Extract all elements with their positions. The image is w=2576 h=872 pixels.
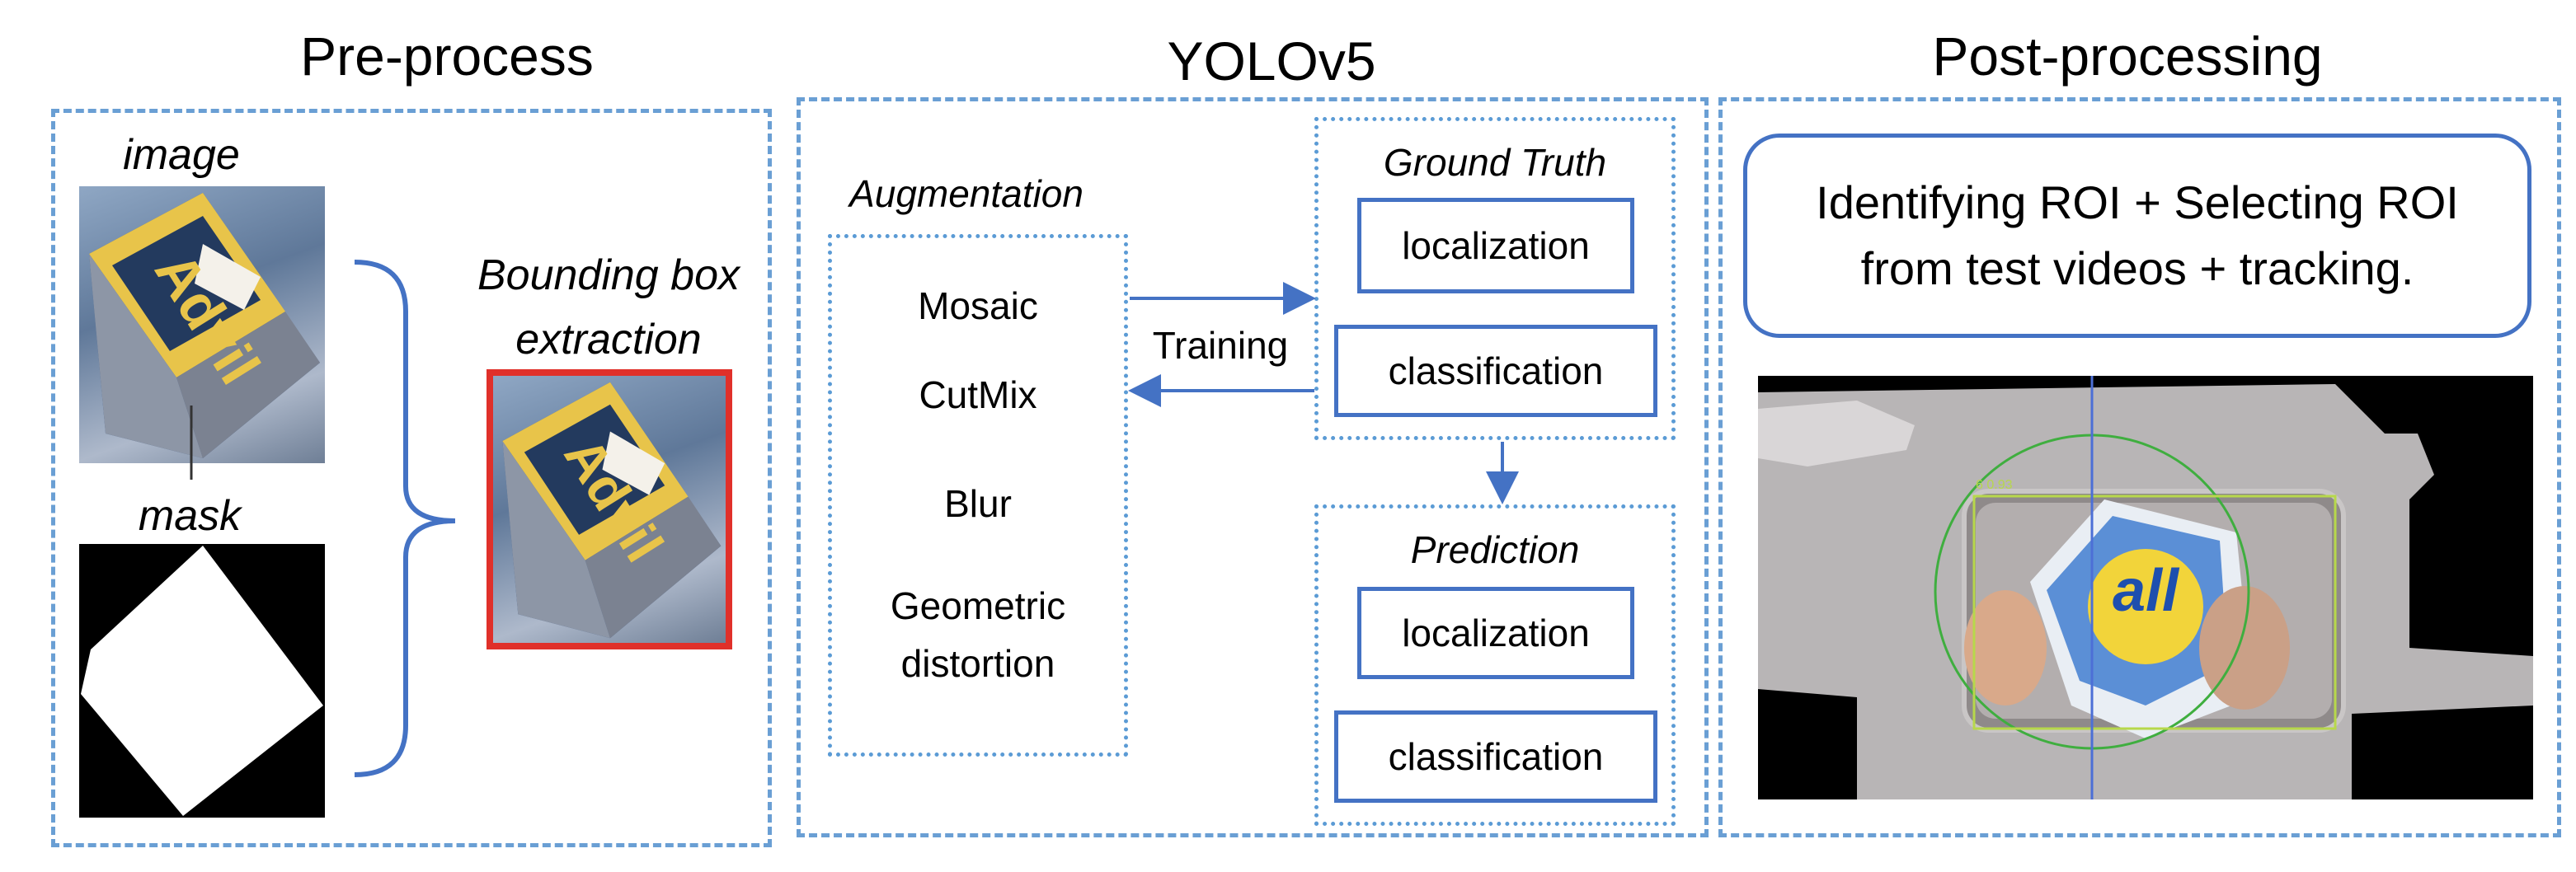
augmentation-box (828, 234, 1128, 757)
gt-classification-label: classification (1388, 349, 1604, 392)
prediction-box (1314, 504, 1676, 826)
mask-label: mask (138, 492, 242, 540)
postprocess-panel (1718, 97, 2561, 837)
aug-blur: Blur (944, 482, 1012, 525)
tracking-frame: 6 0.93 all (1758, 376, 2533, 799)
bbox-extraction-label-1: Bounding box (477, 251, 740, 299)
bbox-extraction-label-2: extraction (515, 316, 702, 363)
training-label: Training (1152, 324, 1289, 367)
roi-line-1: Identifying ROI + Selecting ROI (1816, 176, 2459, 228)
gt-localization-box: localization (1357, 198, 1634, 293)
ground-truth-box (1314, 117, 1676, 440)
product-image: Advil (79, 186, 325, 463)
tracked-product-text: all (2113, 558, 2179, 624)
pred-classification-label: classification (1388, 735, 1604, 778)
gt-localization-label: localization (1402, 224, 1590, 267)
aug-geometric: Geometric (890, 584, 1066, 627)
detection-score: 6 0.93 (1976, 478, 2013, 492)
aug-distortion: distortion (900, 642, 1055, 685)
gt-classification-box: classification (1334, 325, 1657, 417)
prediction-label: Prediction (1410, 528, 1580, 571)
yolo-panel (797, 97, 1709, 837)
postprocess-title: Post-processing (1932, 26, 2323, 87)
aug-cutmix: CutMix (919, 373, 1037, 416)
yolo-title: YOLOv5 (1167, 30, 1376, 91)
preprocess-panel (51, 109, 772, 847)
mask-image (79, 544, 325, 818)
pred-classification-box: classification (1334, 710, 1657, 803)
roi-line-2: from test videos + tracking. (1860, 242, 2414, 294)
image-label: image (123, 131, 240, 179)
pred-localization-label: localization (1402, 612, 1590, 654)
augmentation-label: Augmentation (849, 172, 1084, 215)
roi-description-box: Identifying ROI + Selecting ROI from tes… (1743, 134, 2531, 338)
preprocess-title: Pre-process (300, 26, 594, 87)
aug-mosaic: Mosaic (918, 284, 1038, 327)
cropped-bounding-box: Advil (487, 369, 732, 649)
ground-truth-label: Ground Truth (1383, 141, 1607, 184)
pred-localization-box: localization (1357, 587, 1634, 679)
